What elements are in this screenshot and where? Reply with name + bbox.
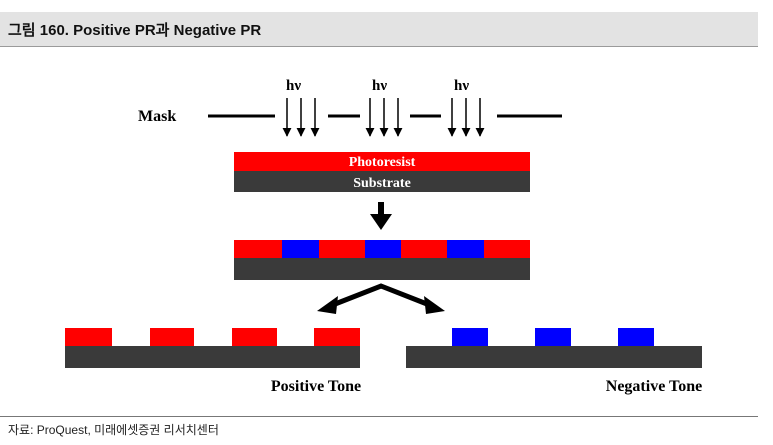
remaining-resist [314,328,360,346]
light-arrows [282,98,485,137]
exposed-region [447,240,484,258]
mask-label: Mask [138,108,176,125]
remaining-resist [150,328,194,346]
photoresist-label: Photoresist [349,155,416,170]
light-label: hν [286,78,301,94]
remaining-resist [618,328,654,346]
footer-divider [0,416,758,417]
remaining-resist [65,328,112,346]
positive-tone-pattern [65,328,360,368]
process-down-arrow [370,202,392,230]
substrate-layer [406,346,702,368]
exposed-resist-layer [234,240,530,258]
split-arrow [317,283,445,314]
light-label: hν [454,78,469,94]
remaining-resist [452,328,488,346]
substrate-layer [234,171,530,192]
light-label: hν [372,78,387,94]
figure-title: 그림 160. Positive PR과 Negative PR [8,22,262,39]
remaining-resist [232,328,277,346]
negative-tone-label: Negative Tone [606,378,702,395]
substrate-label: Substrate [353,176,411,191]
exposed-region [282,240,319,258]
figure-header: 그림 160. Positive PR과 Negative PR [0,12,758,47]
exposed-region [365,240,401,258]
substrate-layer [65,346,360,368]
remaining-resist [535,328,571,346]
positive-tone-label: Positive Tone [271,378,361,395]
photoresist-layer [234,152,530,171]
substrate-layer [234,258,530,280]
negative-tone-pattern [406,328,702,368]
source-note: 자료: ProQuest, 미래에셋증권 리서치센터 [8,423,219,437]
